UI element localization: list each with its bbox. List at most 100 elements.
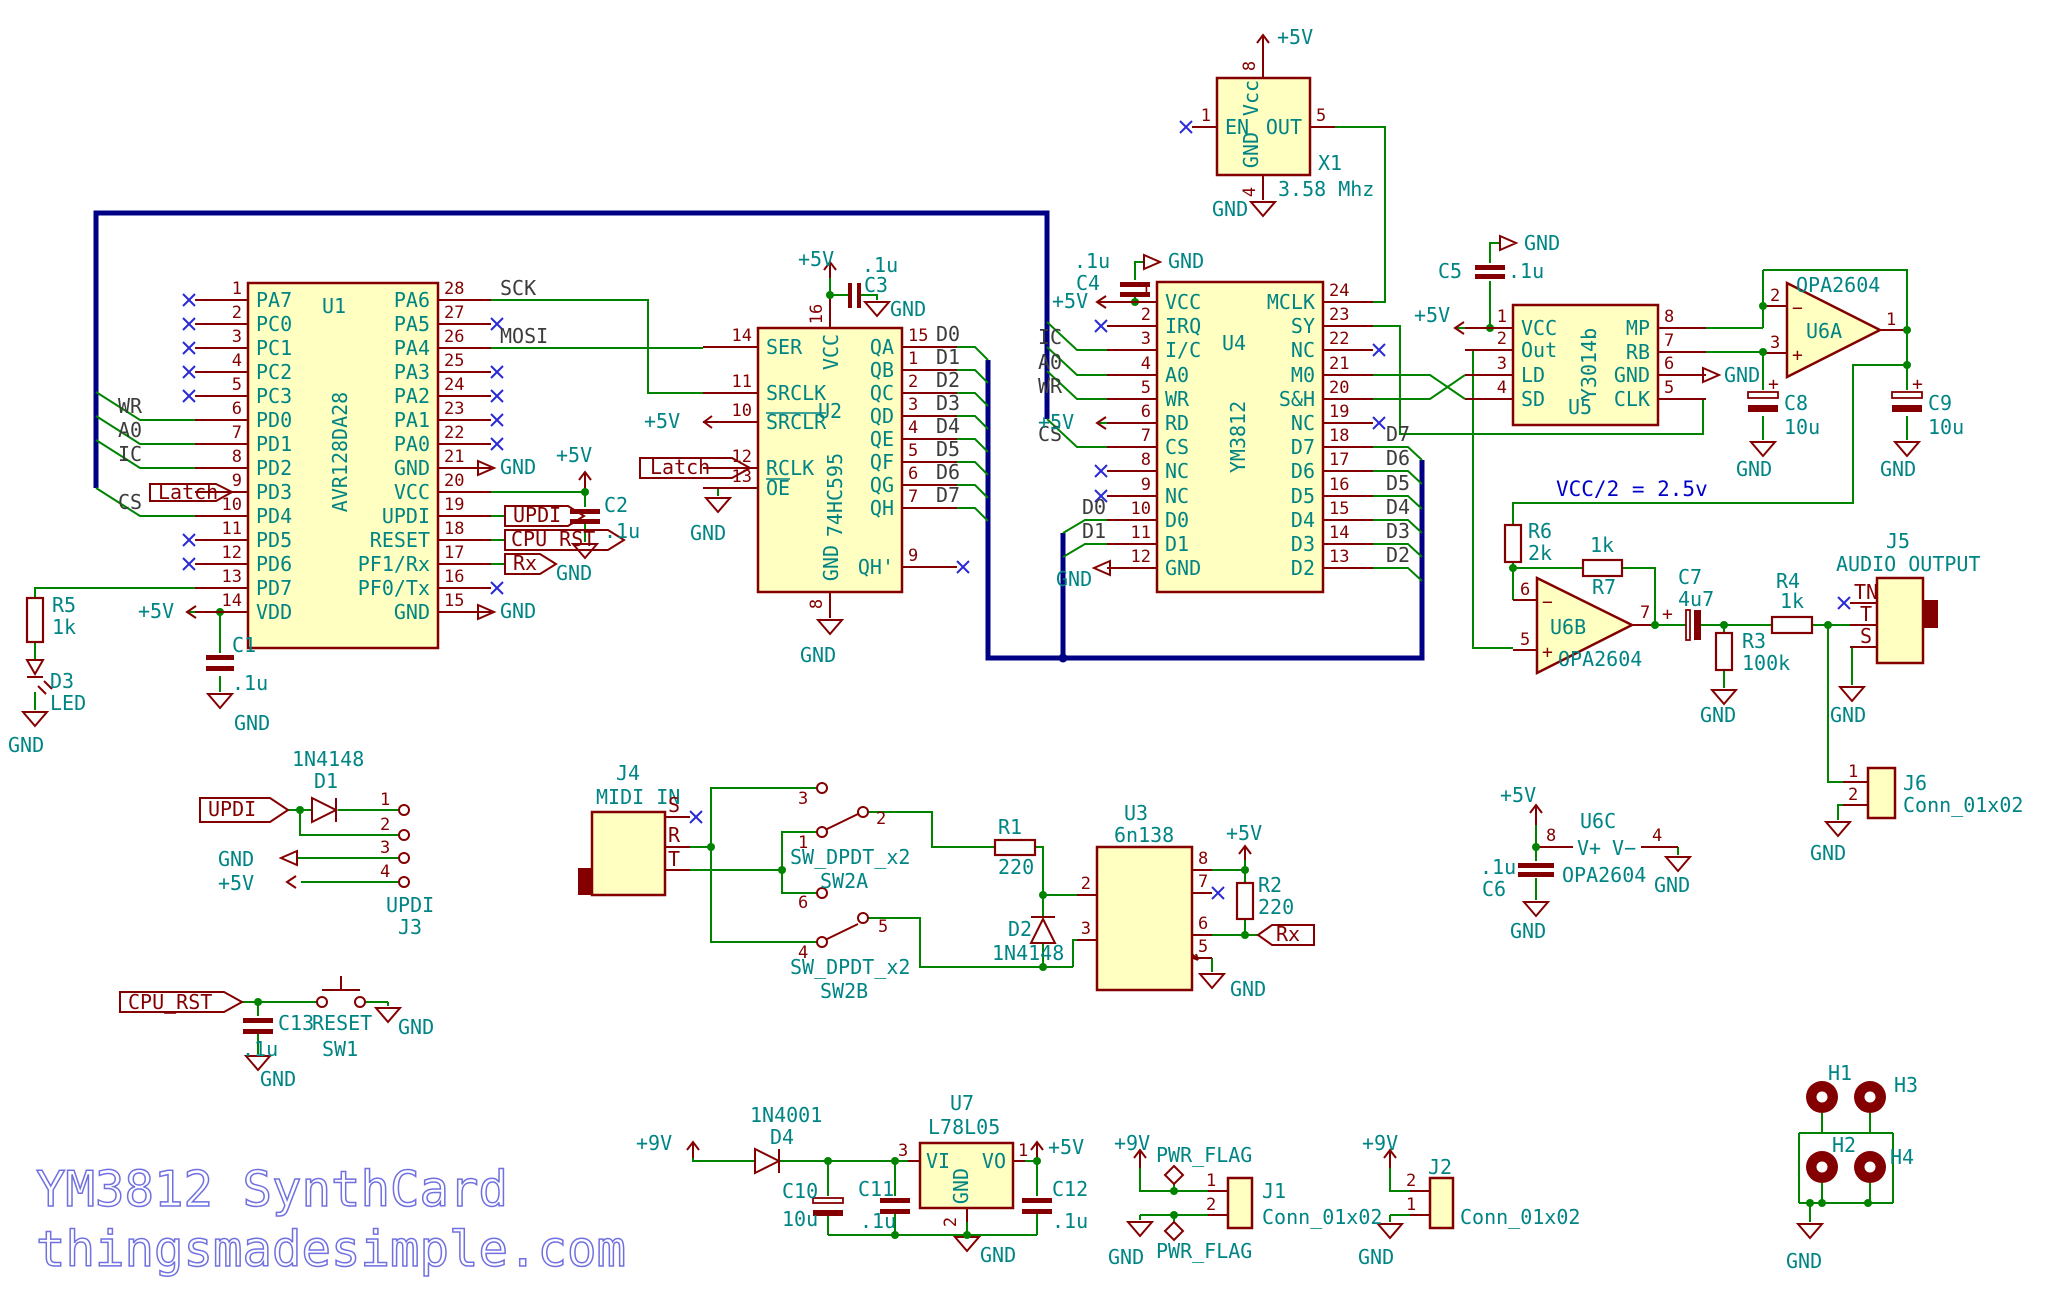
label: C11 bbox=[858, 1177, 894, 1201]
pin-name: PD6 bbox=[256, 552, 292, 576]
pin-name: PC2 bbox=[256, 360, 292, 384]
label: 6 bbox=[1520, 580, 1530, 600]
label: +5V bbox=[556, 443, 592, 467]
label: 4 bbox=[1652, 826, 1662, 846]
label: GND bbox=[500, 455, 536, 479]
pin-name: QC bbox=[870, 381, 894, 405]
label: + bbox=[1662, 604, 1673, 625]
label: GND bbox=[500, 599, 536, 623]
label: GND bbox=[556, 561, 592, 585]
pin-number: 8 bbox=[1664, 307, 1674, 327]
pin-name: D1 bbox=[1165, 532, 1189, 556]
no-connect-x bbox=[182, 293, 196, 307]
label: 16 bbox=[807, 304, 827, 324]
x1-value: 3.58 Mhz bbox=[1278, 177, 1374, 201]
no-connect-x bbox=[956, 560, 970, 574]
j2-value: Conn_01x02 bbox=[1460, 1205, 1580, 1229]
pin-number: 15 bbox=[1329, 499, 1349, 519]
label: A0 bbox=[1038, 350, 1062, 374]
label: V+ bbox=[1577, 836, 1601, 860]
pin-number: 20 bbox=[444, 471, 464, 491]
pin-number: 4 bbox=[1141, 354, 1151, 374]
pin-name: D6 bbox=[1291, 459, 1315, 483]
pin-number: 14 bbox=[222, 591, 242, 611]
j3-value: UPDI bbox=[386, 893, 434, 917]
pin-name: VCC bbox=[1521, 316, 1557, 340]
ic-U1-body bbox=[246, 281, 440, 650]
label: 7 bbox=[1640, 603, 1650, 623]
label: SW_DPDT_x2 bbox=[790, 955, 910, 979]
no-connect-x bbox=[1094, 464, 1108, 478]
pin-number: 22 bbox=[444, 423, 464, 443]
pin-number: 3 bbox=[232, 327, 242, 347]
resistor-r6 bbox=[1503, 523, 1523, 564]
label: 1 bbox=[1406, 1195, 1416, 1215]
ic-J4-body bbox=[590, 810, 667, 897]
label: 3 bbox=[380, 838, 390, 858]
label: +9V bbox=[1362, 1131, 1398, 1155]
label: D6 bbox=[936, 460, 960, 484]
label: +9V bbox=[636, 1131, 672, 1155]
label: GND bbox=[1358, 1245, 1394, 1269]
label: GND bbox=[1786, 1249, 1822, 1273]
pin-number: 18 bbox=[444, 519, 464, 539]
pin-number: 14 bbox=[1329, 523, 1349, 543]
label: + bbox=[1768, 374, 1779, 395]
pin-number: 10 bbox=[222, 495, 242, 515]
resistor-r3 bbox=[1714, 631, 1734, 672]
label: R6 bbox=[1528, 519, 1552, 543]
label: PWR_FLAG bbox=[1156, 1239, 1252, 1263]
pin-number: 19 bbox=[1329, 402, 1349, 422]
h3-ref: H3 bbox=[1894, 1073, 1918, 1097]
pin-number: 6 bbox=[1141, 402, 1151, 422]
mounting-holes bbox=[1806, 1081, 1886, 1183]
label: UPDI bbox=[513, 503, 561, 527]
pin-number: 4 bbox=[908, 418, 918, 438]
pin-number: 22 bbox=[1329, 329, 1349, 349]
label: 1 bbox=[798, 833, 808, 853]
pin-name: SD bbox=[1521, 387, 1545, 411]
pin-name: GND bbox=[1165, 556, 1201, 580]
pin-name: NC bbox=[1165, 484, 1189, 508]
ic-U2-body bbox=[756, 326, 904, 594]
label: GND bbox=[1056, 567, 1092, 591]
pin-number: 6 bbox=[232, 399, 242, 419]
label: CS bbox=[1038, 422, 1062, 446]
label: D4 bbox=[936, 414, 960, 438]
pin-number: 2 bbox=[908, 372, 918, 392]
pin-number: 7 bbox=[232, 423, 242, 443]
label: IC bbox=[1038, 325, 1062, 349]
label: C9 bbox=[1928, 391, 1952, 415]
j6-value: Conn_01x02 bbox=[1903, 793, 2023, 817]
pin-name: PA1 bbox=[394, 408, 430, 432]
label: GND bbox=[1108, 1245, 1144, 1269]
label: D2 bbox=[936, 368, 960, 392]
pin-name: SY bbox=[1291, 314, 1315, 338]
label: 2 bbox=[876, 809, 886, 829]
pin-name: QF bbox=[870, 450, 894, 474]
pin-number: 7 bbox=[1664, 331, 1674, 351]
label: 1 bbox=[1206, 1171, 1216, 1191]
pin-number: 5 bbox=[1198, 937, 1208, 957]
pin-name: CS bbox=[1165, 435, 1189, 459]
u6b-value: OPA2604 bbox=[1558, 647, 1642, 671]
title-line-2: thingsmadesimple.com bbox=[36, 1221, 626, 1278]
pin-number: 8 bbox=[232, 447, 242, 467]
pin-name: LD bbox=[1521, 363, 1545, 387]
no-connect-x bbox=[490, 581, 504, 595]
j1-ref: J1 bbox=[1262, 1179, 1286, 1203]
u2-value: 74HC595 bbox=[823, 453, 847, 537]
pin-number: 7 bbox=[1198, 872, 1208, 892]
pin-number: 13 bbox=[732, 467, 752, 487]
pin-name: EN bbox=[1225, 115, 1249, 139]
label: 2k bbox=[1528, 541, 1552, 565]
no-connect-x bbox=[689, 810, 703, 824]
label: +5V bbox=[644, 409, 680, 433]
label: GND bbox=[218, 847, 254, 871]
label: T bbox=[1860, 602, 1872, 626]
ic-J5-body bbox=[1875, 576, 1925, 665]
pin-name: QA bbox=[870, 335, 894, 359]
label: 8 bbox=[1546, 826, 1556, 846]
pin-name: PA7 bbox=[256, 288, 292, 312]
